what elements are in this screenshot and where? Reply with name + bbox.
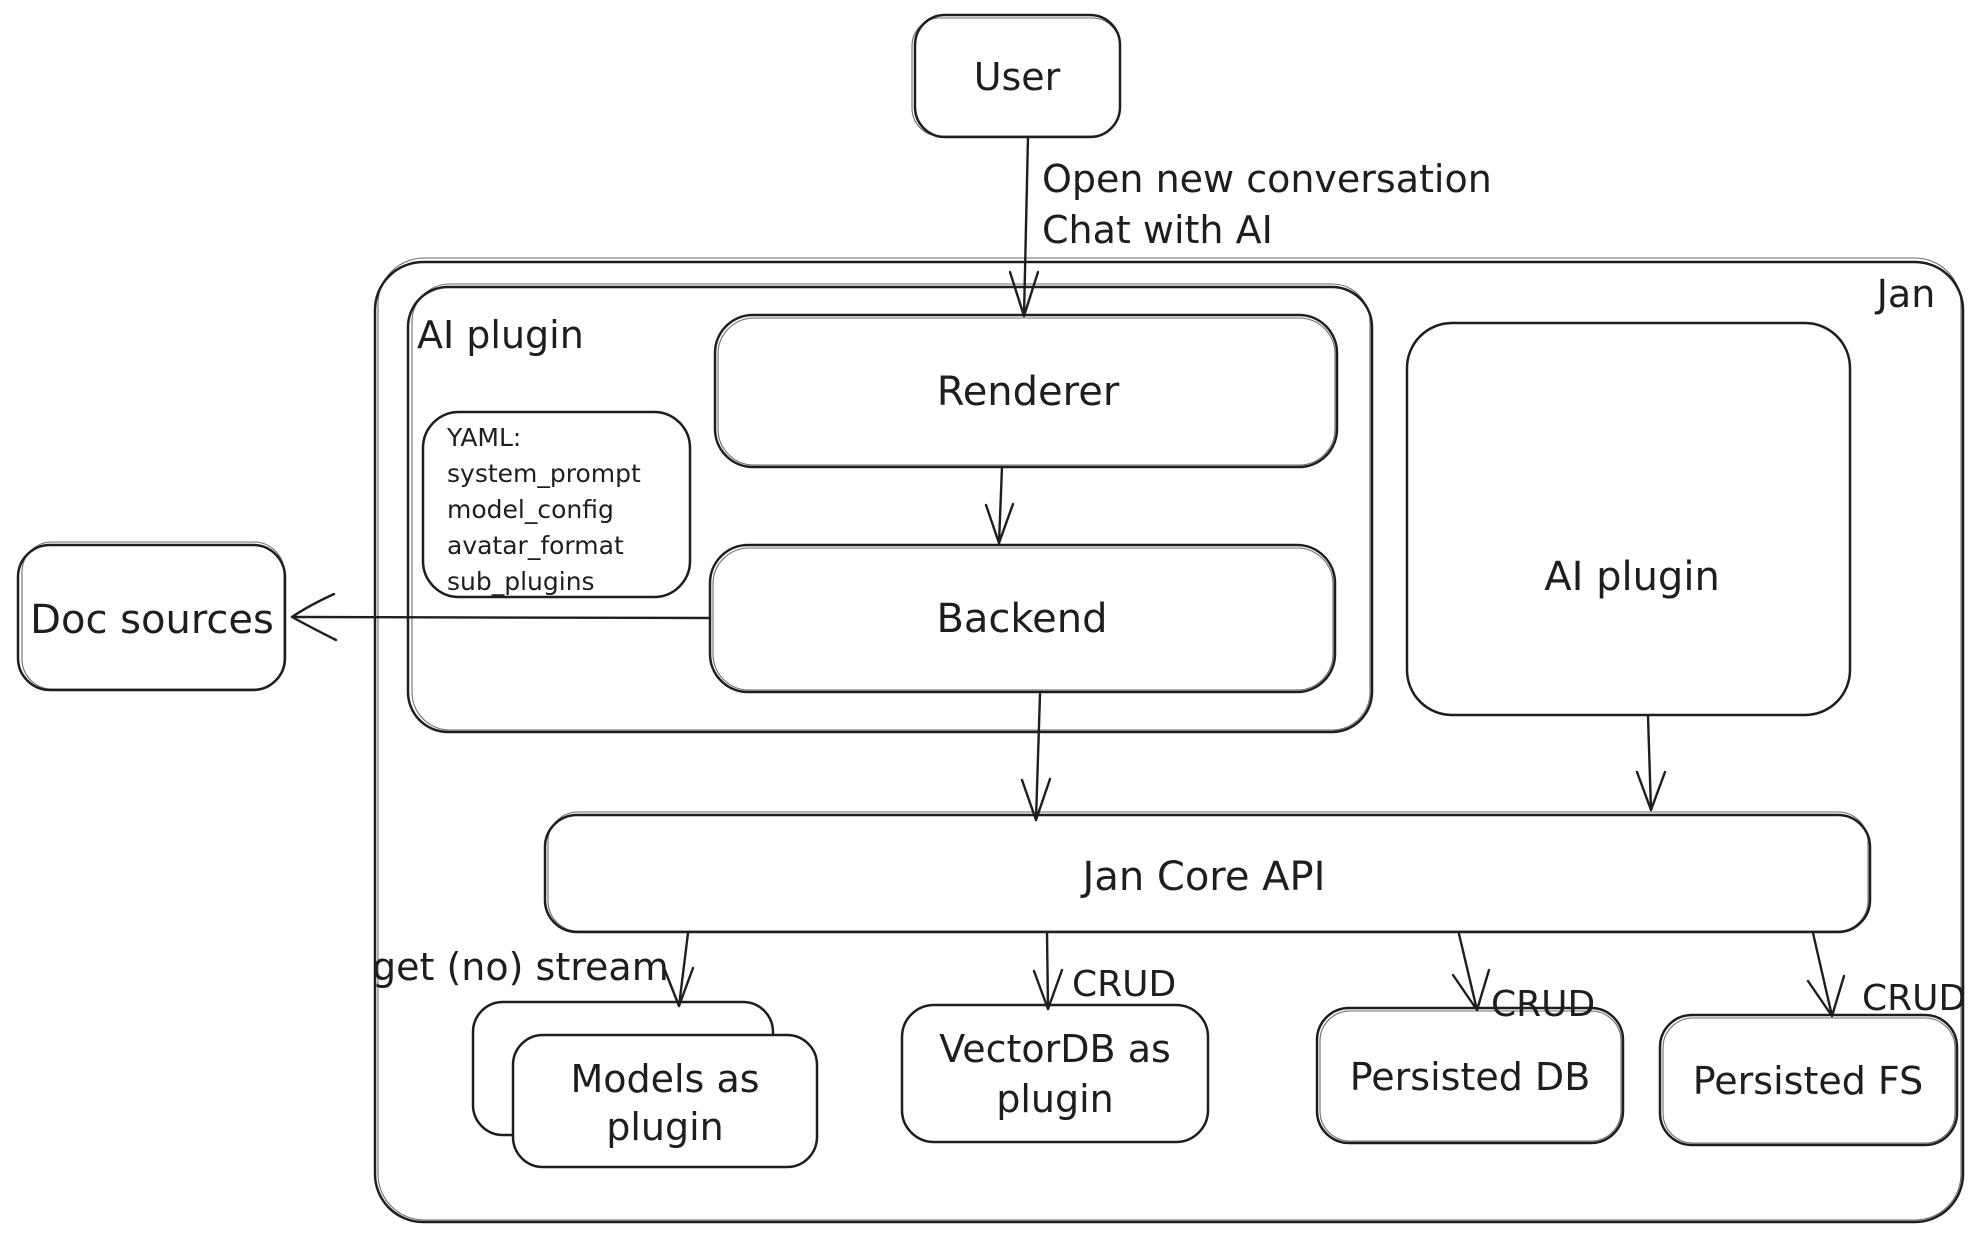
arrow-ai-plugin-right-to-jan-core-api [1635,714,1667,812]
ai-plugin-right-label: AI plugin [1544,554,1720,600]
edge-label-crud-persisted-db: CRUD [1491,984,1595,1025]
yaml-note-line3: model_config [447,495,614,524]
edge-label-open-new-conversation: Open new conversation [1042,157,1492,201]
persisted-db-node [1315,1006,1625,1145]
backend-label: Backend [936,596,1107,642]
arrow-renderer-to-backend [984,465,1015,545]
persisted-db-label: Persisted DB [1350,1055,1591,1099]
arrow-jan-core-api-to-persisted-db [1451,932,1491,1012]
edge-label-crud-vectordb: CRUD [1072,964,1176,1005]
models-plugin-node [471,1000,819,1169]
yaml-note-node [421,410,692,599]
yaml-note-line1: YAML: [446,423,521,452]
arrow-jan-core-api-to-vectordb [1032,931,1064,1011]
user-node [911,13,1122,139]
persisted-fs-node [1658,1013,1959,1147]
models-plugin-line2: plugin [606,1105,724,1149]
arrow-jan-core-api-to-persisted-fs [1806,931,1846,1018]
vectordb-plugin-line1: VectorDB as [939,1027,1171,1071]
arrow-backend-to-jan-core-api [1020,692,1052,822]
yaml-note-line4: avatar_format [447,531,624,560]
jan-core-api-node [543,811,1872,934]
renderer-label: Renderer [937,369,1120,415]
edge-label-chat-with-ai: Chat with AI [1042,208,1273,252]
persisted-fs-label: Persisted FS [1693,1059,1924,1103]
yaml-note-line5: sub_plugins [447,567,595,596]
jan-container-label: Jan [1875,272,1936,316]
edge-label-get-no-stream: get (no) stream [372,945,669,989]
yaml-note-line2: system_prompt [447,459,641,488]
ai-plugin-container-label: AI plugin [417,313,584,357]
jan-core-api-label: Jan Core API [1080,854,1326,900]
doc-sources-node [16,541,287,692]
backend-node [708,543,1337,694]
models-plugin-line1: Models as [570,1057,759,1101]
doc-sources-label: Doc sources [30,597,274,643]
vectordb-plugin-node [900,1003,1210,1144]
user-label: User [974,55,1061,99]
vectordb-plugin-line2: plugin [996,1077,1114,1121]
arrow-user-to-renderer [1008,135,1040,318]
renderer-node [713,313,1339,469]
arrow-backend-to-doc-sources [290,592,712,642]
ai-plugin-right-node [1405,321,1852,717]
edge-label-crud-persisted-fs: CRUD [1862,978,1966,1019]
arrow-jan-core-api-to-models-plugin [662,931,695,1008]
